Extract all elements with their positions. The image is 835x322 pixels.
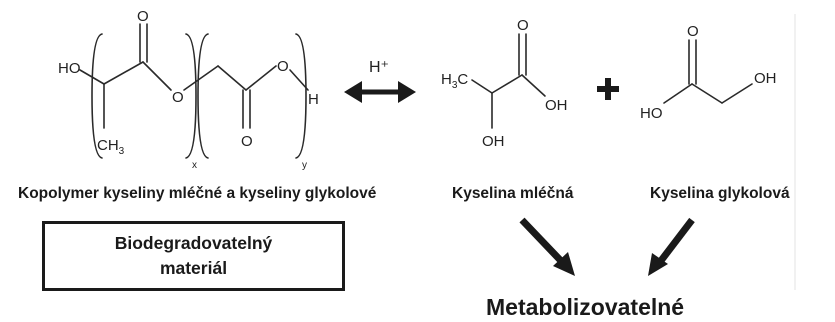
atom-o-end: O <box>277 58 289 75</box>
plus-sign <box>597 78 619 100</box>
copolymer-caption: Kopolymer kyseliny mléčné a kyseliny gly… <box>18 185 377 202</box>
atom-lactic-oh-acid: OH <box>545 97 568 114</box>
glycolic-acid-structure <box>663 39 753 104</box>
metabolizable-label: Metabolizovatelné <box>486 294 685 320</box>
bracket-y-left <box>197 33 209 159</box>
catalyst-label: H⁺ <box>369 59 389 76</box>
bracket-x-right <box>185 33 197 159</box>
equilibrium-arrow <box>344 81 416 103</box>
arrow-lactic-to-result <box>519 217 575 276</box>
atom-glycolic-o: O <box>687 23 699 40</box>
atom-glycolic-ho: HO <box>640 105 663 122</box>
atom-h-end: H <box>308 91 319 108</box>
bracket-y-right <box>295 33 307 159</box>
subscript-x: x <box>192 160 197 171</box>
lactic-acid-structure <box>471 33 546 129</box>
atom-ho: HO <box>58 60 81 77</box>
atom-o-ester: O <box>172 89 184 106</box>
bracket-x-left <box>91 33 103 159</box>
atom-ch3: CH3 <box>97 137 125 157</box>
glycolic-acid-caption: Kyselina glykolová <box>650 185 790 202</box>
atom-lactic-oh-alpha: OH <box>482 133 505 150</box>
atom-o-carbonyl-2: O <box>241 133 253 150</box>
arrow-glycolic-to-result <box>648 217 695 276</box>
lactic-acid-caption: Kyselina mléčná <box>452 185 574 202</box>
atom-glycolic-oh: OH <box>754 70 777 87</box>
biodegradable-material-box: Biodegradovatelný materiál <box>42 221 345 291</box>
copolymer-structure <box>79 23 309 159</box>
atom-o-carbonyl-1: O <box>137 8 149 25</box>
subscript-y: y <box>302 160 307 171</box>
atom-h3c: H3C <box>441 71 468 91</box>
atom-lactic-o: O <box>517 17 529 34</box>
biodegradable-material-label: Biodegradovatelný materiál <box>114 233 273 278</box>
